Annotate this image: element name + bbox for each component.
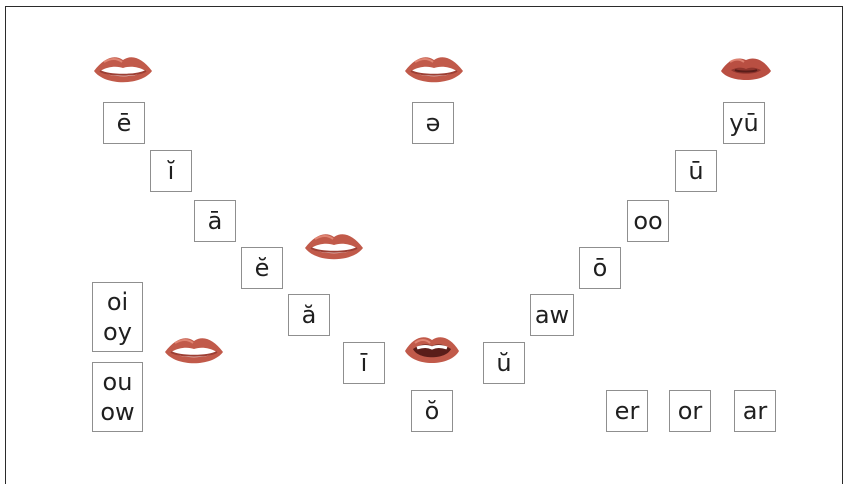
card-ou-ow: ou ow bbox=[92, 362, 143, 432]
card-text: ā bbox=[208, 209, 223, 233]
card-text: or bbox=[678, 399, 703, 423]
lips-smile-icon bbox=[90, 50, 156, 92]
card-text: ō bbox=[593, 256, 608, 280]
card-schwa: ə bbox=[412, 102, 454, 144]
card-text: er bbox=[615, 399, 640, 423]
card-text: ĭ bbox=[168, 159, 175, 183]
card-oo: oo bbox=[627, 200, 669, 242]
card-text-line-2: oy bbox=[103, 320, 132, 344]
card-text: oo bbox=[633, 209, 662, 233]
card-ar: ar bbox=[734, 390, 776, 432]
card-u-short: ŭ bbox=[483, 342, 525, 384]
card-u-long: ū bbox=[675, 150, 717, 192]
card-text: yū bbox=[729, 111, 758, 135]
card-o-short: ŏ bbox=[411, 390, 453, 432]
card-aw: aw bbox=[530, 294, 574, 336]
card-text-line-1: oi bbox=[107, 290, 128, 314]
card-o-long: ō bbox=[579, 247, 621, 289]
card-yu-long: yū bbox=[723, 102, 765, 144]
lips-pucker-icon bbox=[713, 50, 779, 92]
card-or: or bbox=[669, 390, 711, 432]
card-text: ŭ bbox=[496, 351, 511, 375]
card-e-short: ĕ bbox=[241, 247, 283, 289]
card-e-long: ē bbox=[103, 102, 145, 144]
card-a-long: ā bbox=[194, 200, 236, 242]
lips-smile-icon bbox=[161, 331, 227, 373]
card-text: ă bbox=[302, 303, 317, 327]
card-text: ŏ bbox=[425, 399, 440, 423]
card-oi-oy: oi oy bbox=[92, 282, 143, 352]
card-text: ū bbox=[688, 159, 703, 183]
card-i-long: ī bbox=[343, 342, 385, 384]
card-text-line-1: ou bbox=[103, 370, 133, 394]
lips-smile-icon bbox=[301, 227, 367, 269]
card-text-line-2: ow bbox=[100, 400, 134, 424]
card-text: ī bbox=[361, 351, 368, 375]
card-a-short: ă bbox=[288, 294, 330, 336]
card-text: aw bbox=[535, 303, 569, 327]
lips-open-icon bbox=[399, 331, 465, 373]
card-text: ar bbox=[743, 399, 768, 423]
card-text: ĕ bbox=[255, 256, 270, 280]
card-i-short: ĭ bbox=[150, 150, 192, 192]
card-text: ē bbox=[117, 111, 132, 135]
lips-smile-icon bbox=[401, 50, 467, 92]
card-text: ə bbox=[426, 111, 441, 135]
card-er: er bbox=[606, 390, 648, 432]
